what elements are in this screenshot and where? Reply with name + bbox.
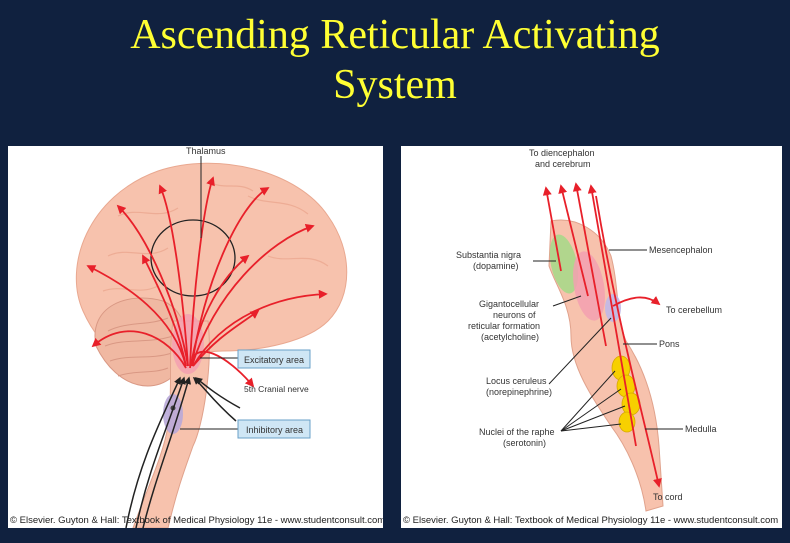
brain-diagram: Thalamus Excitatory area 5th Cranial ner… xyxy=(75,146,348,528)
medulla-label: Medulla xyxy=(685,424,717,434)
locus-label-2: (norepinephrine) xyxy=(486,387,552,397)
thalamus-circle xyxy=(150,219,236,297)
top-label-2: and cerebrum xyxy=(535,159,591,169)
raphe-label-2: (serotonin) xyxy=(503,438,546,448)
excitatory-label-box xyxy=(237,349,311,369)
brain-diagram-panel: Thalamus Excitatory area 5th Cranial ner… xyxy=(8,146,383,528)
brainstem-diagram: To diencephalon and cerebrum Substantia … xyxy=(456,148,722,512)
gyri xyxy=(102,180,329,292)
to-cord-label: To cord xyxy=(653,492,683,502)
to-cerebellum-label: To cerebellum xyxy=(666,305,722,315)
raphe-label-1: Nuclei of the raphe xyxy=(479,427,555,437)
locus-label-1: Locus ceruleus xyxy=(486,376,547,386)
raphe-pointers xyxy=(560,370,626,432)
top-label-1: To diencephalon xyxy=(529,148,595,158)
descending-pathway xyxy=(595,195,662,488)
giganto-label-3: reticular formation xyxy=(468,321,540,331)
ascending-pathways xyxy=(542,182,661,447)
substantia-label-2: (dopamine) xyxy=(473,261,519,271)
right-credit: © Elsevier. Guyton & Hall: Textbook of M… xyxy=(403,515,779,526)
brainstem-diagram-panel: To diencephalon and cerebrum Substantia … xyxy=(401,146,782,528)
slide-title: Ascending Reticular Activating System xyxy=(0,10,790,110)
thalamus-label: Thalamus xyxy=(186,146,226,156)
locus-pointer xyxy=(548,317,612,385)
giganto-label-1: Gigantocellular xyxy=(479,299,539,309)
raphe-nuclei xyxy=(611,355,641,433)
giganto-label-2: neurons of xyxy=(493,310,536,320)
giganto-pointer xyxy=(552,295,582,307)
activating-projections xyxy=(86,176,328,388)
mesencephalon-label: Mesencephalon xyxy=(649,245,713,255)
substantia-label-1: Substantia nigra xyxy=(456,250,521,260)
title-line-1: Ascending Reticular Activating xyxy=(130,12,660,58)
giganto-label-4: (acetylcholine) xyxy=(481,332,539,342)
inhibitory-label: Inhibitory area xyxy=(246,425,303,435)
pons-label: Pons xyxy=(659,339,680,349)
ascending-sensory-arrows xyxy=(125,376,241,528)
excitatory-label: Excitatory area xyxy=(244,355,304,365)
inhibitory-label-box xyxy=(237,419,311,439)
title-line-2: System xyxy=(333,62,457,108)
left-credit: © Elsevier. Guyton & Hall: Textbook of M… xyxy=(10,515,383,526)
nerve-label: 5th Cranial nerve xyxy=(244,384,309,394)
